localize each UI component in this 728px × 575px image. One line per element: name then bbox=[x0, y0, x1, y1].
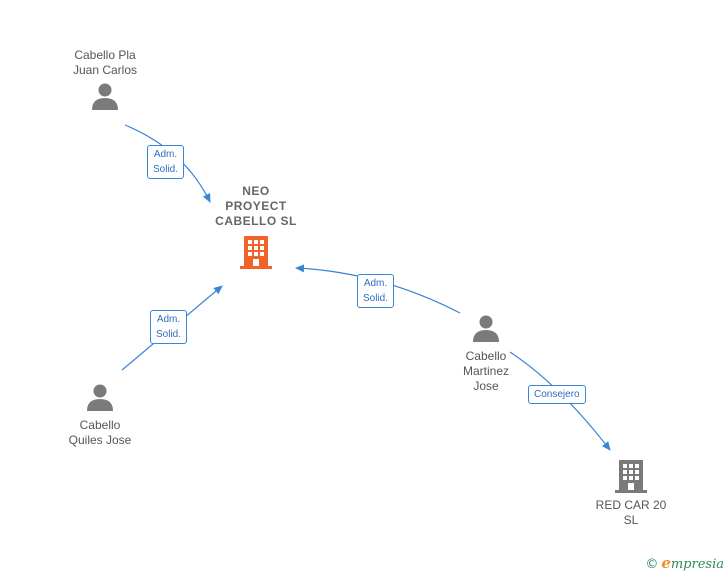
company-label: NEO PROYECT CABELLO SL bbox=[215, 184, 297, 228]
node-label: Cabello Martinez Jose bbox=[462, 349, 509, 393]
brand-initial: e bbox=[661, 554, 671, 572]
person-icon bbox=[87, 384, 113, 411]
node-label: Cabello Pla Juan Carlos bbox=[72, 48, 138, 77]
node-red-car[interactable]: RED CAR 20 SL bbox=[581, 458, 681, 528]
edge-label-quiles-to-neo[interactable]: Adm. Solid. bbox=[150, 310, 188, 344]
copyright-icon: © bbox=[645, 557, 659, 572]
node-label: RED CAR 20 SL bbox=[595, 498, 667, 527]
node-cabello-pla[interactable]: Cabello Pla Juan Carlos bbox=[55, 48, 155, 111]
building-icon bbox=[240, 236, 272, 269]
empresia-logo: ©empresia bbox=[645, 554, 724, 572]
node-neo-proyect[interactable]: NEO PROYECT CABELLO SL bbox=[196, 184, 316, 270]
person-icon bbox=[92, 83, 118, 110]
edge-label-pla-to-neo[interactable]: Adm. Solid. bbox=[147, 145, 185, 179]
node-label: Cabello Quiles Jose bbox=[68, 418, 132, 447]
node-cabello-quiles[interactable]: Cabello Quiles Jose bbox=[50, 382, 150, 448]
edge-label-martinez-to-neo[interactable]: Adm. Solid. bbox=[357, 274, 395, 308]
building-icon bbox=[615, 460, 647, 493]
node-cabello-martinez[interactable]: Cabello Martinez Jose bbox=[436, 313, 536, 394]
edge-label-martinez-to-redcar[interactable]: Consejero bbox=[528, 385, 586, 404]
brand-name: mpresia bbox=[670, 557, 724, 572]
person-icon bbox=[473, 315, 499, 342]
